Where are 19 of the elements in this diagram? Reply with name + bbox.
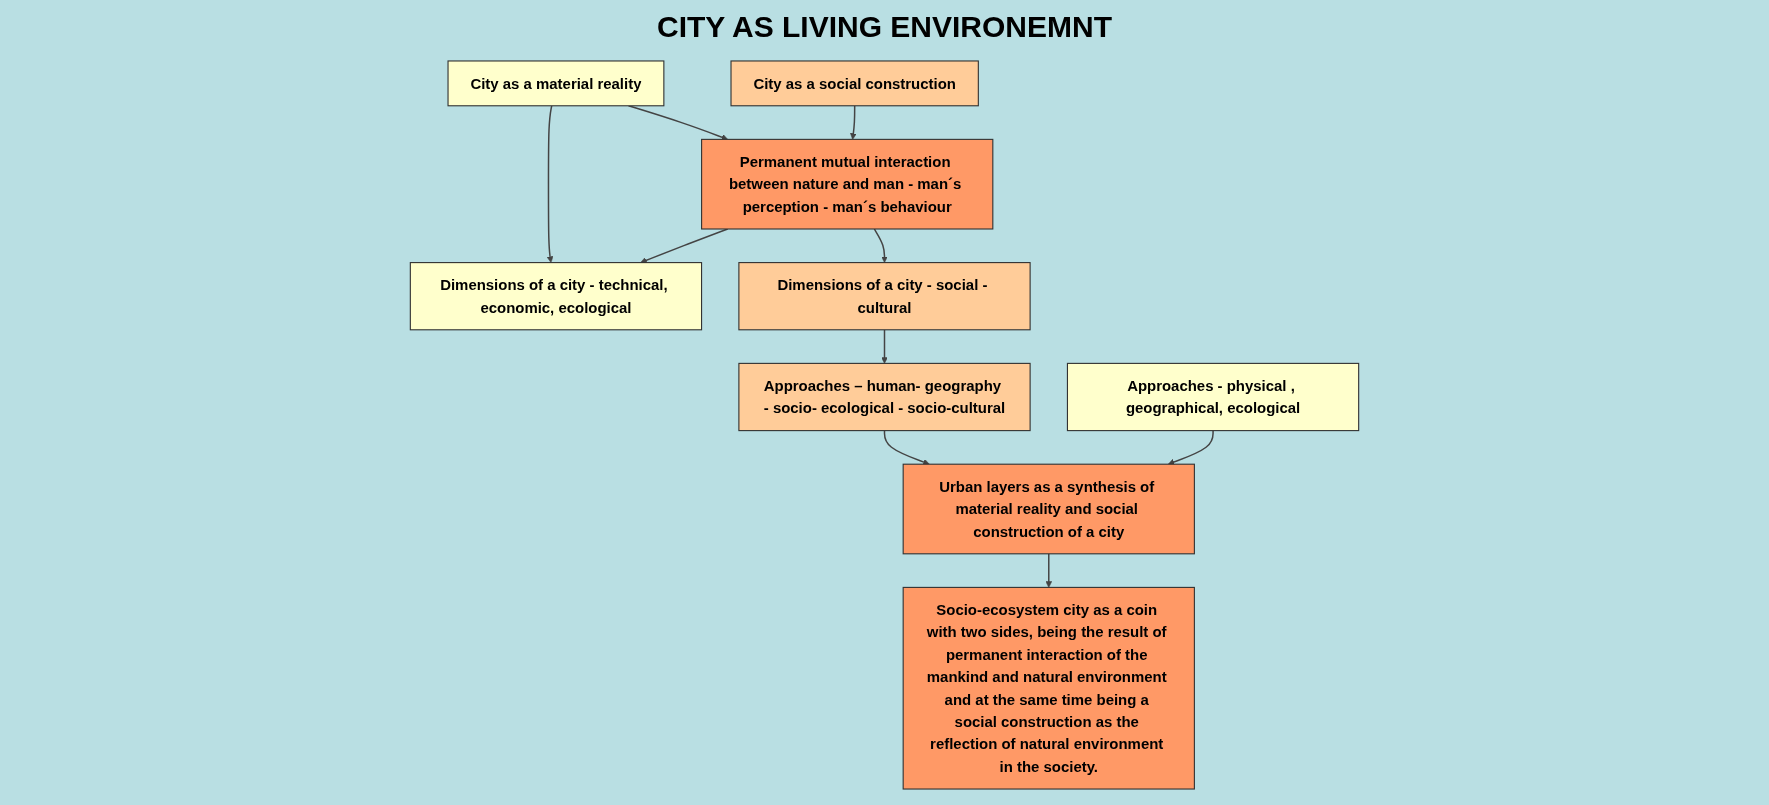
node-box: Urban layers as a synthesis of material reality and social construction of a city [902, 463, 1195, 555]
arrow [1167, 429, 1214, 466]
node-box: Approaches – human- geography - socio- ecological - socio-cultural [738, 362, 1031, 432]
arrow [627, 105, 729, 141]
arrow [873, 228, 888, 263]
arrow [881, 329, 888, 364]
node-box: City as a social construction [730, 60, 979, 107]
arrow [640, 228, 729, 264]
arrow [1045, 553, 1053, 588]
node-box: Dimensions of a city - social - cultural [738, 262, 1031, 331]
node-box: Approaches - physical , geographical, ecological [1066, 362, 1360, 432]
arrow [883, 429, 930, 466]
node-box: Permanent mutual interaction between nature and man - man´s perception - man´s behaviour [701, 138, 994, 230]
arrow [850, 105, 857, 140]
arrow [546, 105, 554, 263]
node-box: Dimensions of a city - technical, economic, ecological [409, 262, 703, 331]
node-box: City as a material reality [447, 60, 665, 107]
node-box: Socio-ecosystem city as a coin with two sides, being the result of permanent interaction of the mankind and natural environment and at the same time being a social construction as the reflection of natural environment in the society. [902, 586, 1195, 790]
diagram-title: CITY AS LIVING ENVIRONEMNT [655, 10, 1113, 44]
